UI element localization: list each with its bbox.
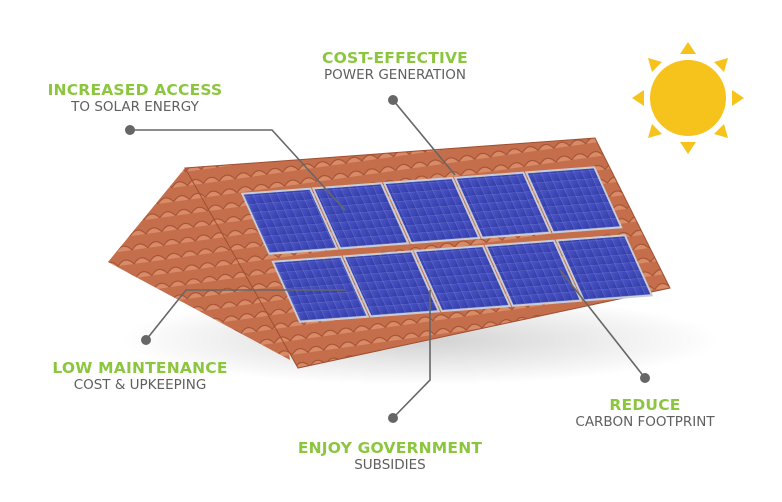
callout-sub: SUBSIDIES xyxy=(354,456,426,473)
callout-sub: POWER GENERATION xyxy=(324,66,466,83)
callout-reduce: REDUCE CARBON FOOTPRINT xyxy=(540,396,750,430)
callout-heading: ENJOY GOVERNMENT xyxy=(297,439,483,457)
callout-enjoy-government: ENJOY GOVERNMENT SUBSIDIES xyxy=(275,439,505,473)
connector-lines xyxy=(130,99,646,419)
connector-dots xyxy=(125,95,650,423)
callout-heading: REDUCE xyxy=(609,396,681,414)
callout-increased-access: INCREASED ACCESS TO SOLAR ENERGY xyxy=(20,81,250,115)
callout-sub: COST & UPKEEPING xyxy=(73,376,207,393)
connector-low-maintenance xyxy=(145,289,345,341)
connector-increased-access xyxy=(130,129,346,211)
connector-cost-effective xyxy=(392,99,456,176)
callout-sub: CARBON FOOTPRINT xyxy=(575,413,715,430)
connector-reduce xyxy=(559,269,646,379)
callout-sub: TO SOLAR ENERGY xyxy=(71,98,199,115)
callout-low-maintenance: LOW MAINTENANCE COST & UPKEEPING xyxy=(25,359,255,393)
connector-enjoy-government xyxy=(392,290,431,419)
callout-heading: INCREASED ACCESS xyxy=(47,81,223,99)
roof-gable-side xyxy=(108,168,290,360)
callout-heading: COST-EFFECTIVE xyxy=(322,49,468,67)
sun-icon xyxy=(632,42,744,154)
callout-heading: LOW MAINTENANCE xyxy=(52,359,228,377)
callout-cost-effective: COST-EFFECTIVE POWER GENERATION xyxy=(280,49,510,83)
solar-panels xyxy=(240,166,654,323)
